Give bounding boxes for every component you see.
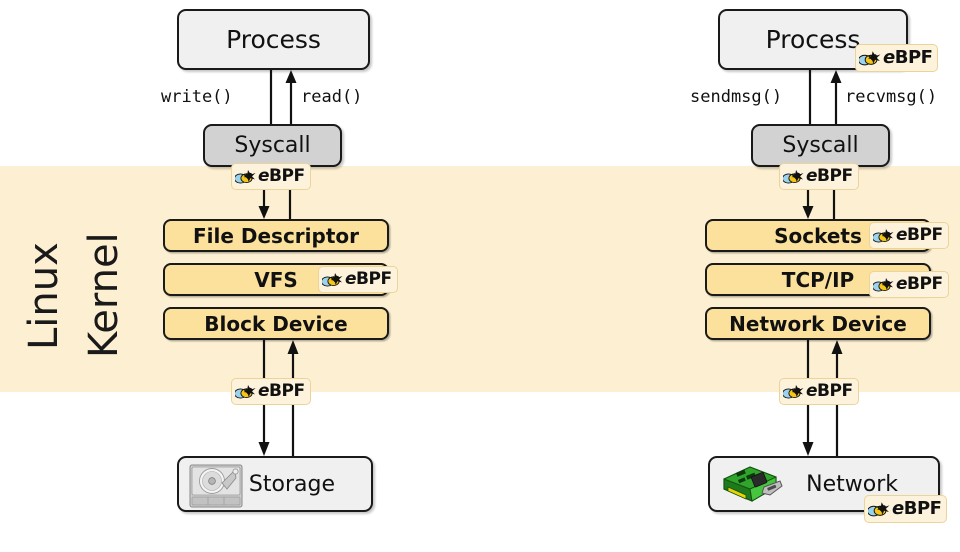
badge-netdev-network[interactable]: eBPF [779, 378, 859, 405]
badge-vfs-label: eBPF [345, 269, 392, 289]
storage-layer-file-descriptor-label: File Descriptor [192, 223, 360, 248]
storage-read-arrow [281, 70, 301, 126]
network-sendmsg-label: sendmsg() [690, 87, 783, 107]
bee-icon [235, 385, 256, 399]
bee-icon [783, 385, 804, 399]
storage-layer-vfs-label: VFS [254, 267, 298, 292]
storage-layer-file-descriptor[interactable]: File Descriptor [163, 219, 389, 252]
kernel-region-label-linux: Linux [21, 242, 67, 350]
badge-vfs[interactable]: eBPF [318, 266, 398, 293]
badge-network-syscall-label: eBPF [806, 166, 853, 186]
bee-icon [873, 278, 894, 292]
network-layer-sockets-label: Sockets [774, 223, 862, 248]
storage-process-label: Process [226, 25, 321, 54]
bee-icon [859, 51, 881, 66]
storage-read-label: read() [301, 87, 363, 107]
badge-network-process[interactable]: eBPF [855, 44, 939, 72]
badge-network-device-label: eBPF [892, 498, 942, 519]
network-sendmsg-arrow [803, 70, 817, 126]
network-recvmsg-arrow [826, 70, 846, 126]
badge-tcpip-label: eBPF [896, 274, 943, 294]
badge-block-storage-label: eBPF [258, 381, 305, 401]
network-process-label: Process [765, 25, 861, 54]
hard-disk-icon [189, 464, 243, 508]
badge-sockets-label: eBPF [896, 225, 943, 245]
network-layer-tcpip-label: TCP/IP [781, 267, 855, 292]
storage-syscall-label: Syscall [234, 133, 311, 158]
network-recvmsg-label: recvmsg() [845, 87, 938, 107]
network-syscall-label: Syscall [782, 133, 859, 158]
storage-syscall-box[interactable]: Syscall [203, 124, 342, 167]
network-layer-network-device-label: Network Device [729, 311, 907, 336]
network-layer-network-device[interactable]: Network Device [705, 307, 931, 340]
kernel-region-label-kernel: Kernel [81, 232, 127, 358]
bee-icon [873, 229, 894, 243]
storage-device-box[interactable]: Storage [177, 456, 373, 512]
storage-write-label: write() [161, 87, 233, 107]
network-card-icon [723, 466, 783, 502]
network-device-label: Network [806, 471, 898, 497]
bee-icon [322, 273, 343, 287]
badge-tcpip[interactable]: eBPF [869, 271, 949, 298]
storage-process-box[interactable]: Process [177, 9, 370, 70]
badge-block-storage[interactable]: eBPF [231, 378, 311, 405]
bee-icon [868, 502, 890, 517]
badge-netdev-network-label: eBPF [806, 381, 853, 401]
badge-network-device[interactable]: eBPF [864, 495, 948, 523]
badge-storage-syscall[interactable]: eBPF [231, 163, 311, 190]
storage-device-label: Storage [248, 471, 335, 497]
badge-network-process-label: eBPF [883, 47, 933, 68]
storage-layer-block-device[interactable]: Block Device [163, 307, 389, 340]
bee-icon [783, 170, 804, 184]
storage-layer-block-device-label: Block Device [204, 311, 348, 336]
badge-storage-syscall-label: eBPF [258, 166, 305, 186]
bee-icon [235, 170, 256, 184]
storage-write-arrow [264, 70, 278, 126]
badge-network-syscall[interactable]: eBPF [779, 163, 859, 190]
badge-sockets[interactable]: eBPF [869, 222, 949, 249]
network-syscall-box[interactable]: Syscall [751, 124, 890, 167]
network-process-box[interactable]: Process [718, 9, 908, 70]
